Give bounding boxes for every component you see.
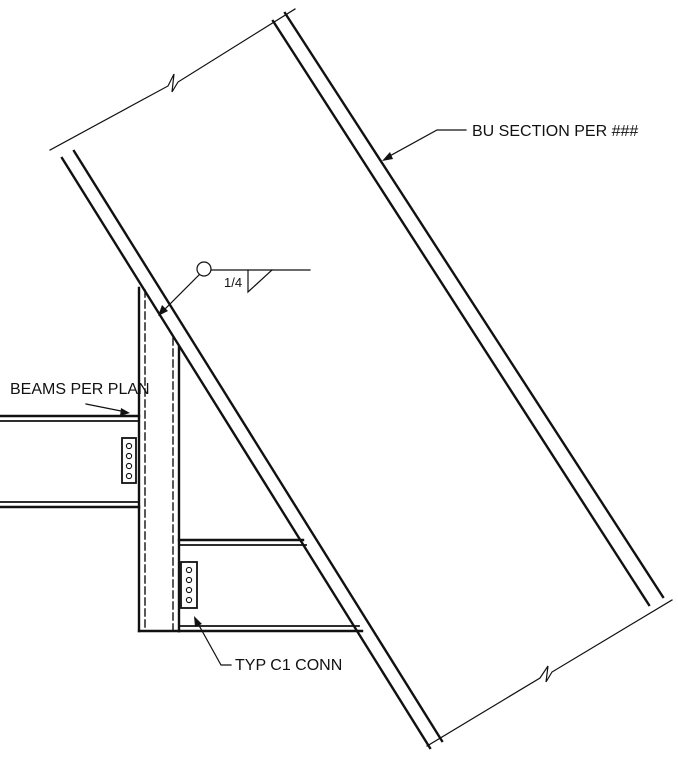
left-beam	[0, 414, 141, 509]
bu-section-flange-left-inner	[72, 149, 444, 743]
bolt-icon	[185, 596, 193, 604]
column	[137, 286, 181, 633]
label-beams: BEAMS PER PLAN	[10, 381, 150, 416]
beams-label: BEAMS PER PLAN	[10, 381, 150, 398]
weld-size-text: 1/4	[224, 275, 242, 290]
bu-section-flange-right-outer	[283, 11, 665, 599]
bottom-break-line	[426, 599, 673, 747]
label-typ-conn: TYP C1 CONN	[194, 616, 342, 674]
bolt-icon	[185, 566, 193, 574]
bu-section-flange-left-outer	[60, 156, 432, 750]
bu-section-member	[49, 8, 673, 750]
beams-arrow-icon	[120, 408, 130, 416]
fillet-weld-icon	[247, 269, 273, 294]
weld-all-around-icon	[196, 261, 212, 277]
weld-arrow-icon	[158, 305, 168, 316]
bolt-icon	[125, 452, 133, 460]
bolt-icon	[185, 586, 193, 594]
lower-right-beam	[177, 538, 364, 633]
typ-conn-leader	[195, 619, 232, 666]
bolt-icon	[125, 442, 133, 450]
bolt-icon	[125, 472, 133, 480]
right-conn-plate	[180, 561, 198, 609]
typ-conn-label: TYP C1 CONN	[235, 657, 342, 674]
bolt-icon	[185, 576, 193, 584]
typ-conn-arrow-icon	[194, 616, 202, 627]
weld-symbol: 1/4	[158, 261, 311, 316]
top-break-line	[49, 8, 296, 151]
bu-section-arrow-icon	[382, 152, 393, 161]
bu-section-leader	[385, 129, 467, 159]
weld-leader-line	[161, 274, 200, 313]
beams-leader	[85, 403, 127, 413]
bu-section-label: BU SECTION PER ###	[472, 123, 638, 140]
bu-section-flange-right-inner	[271, 19, 651, 607]
bolt-icon	[125, 462, 133, 470]
label-bu-section: BU SECTION PER ###	[382, 123, 638, 161]
left-conn-plate	[121, 437, 137, 484]
